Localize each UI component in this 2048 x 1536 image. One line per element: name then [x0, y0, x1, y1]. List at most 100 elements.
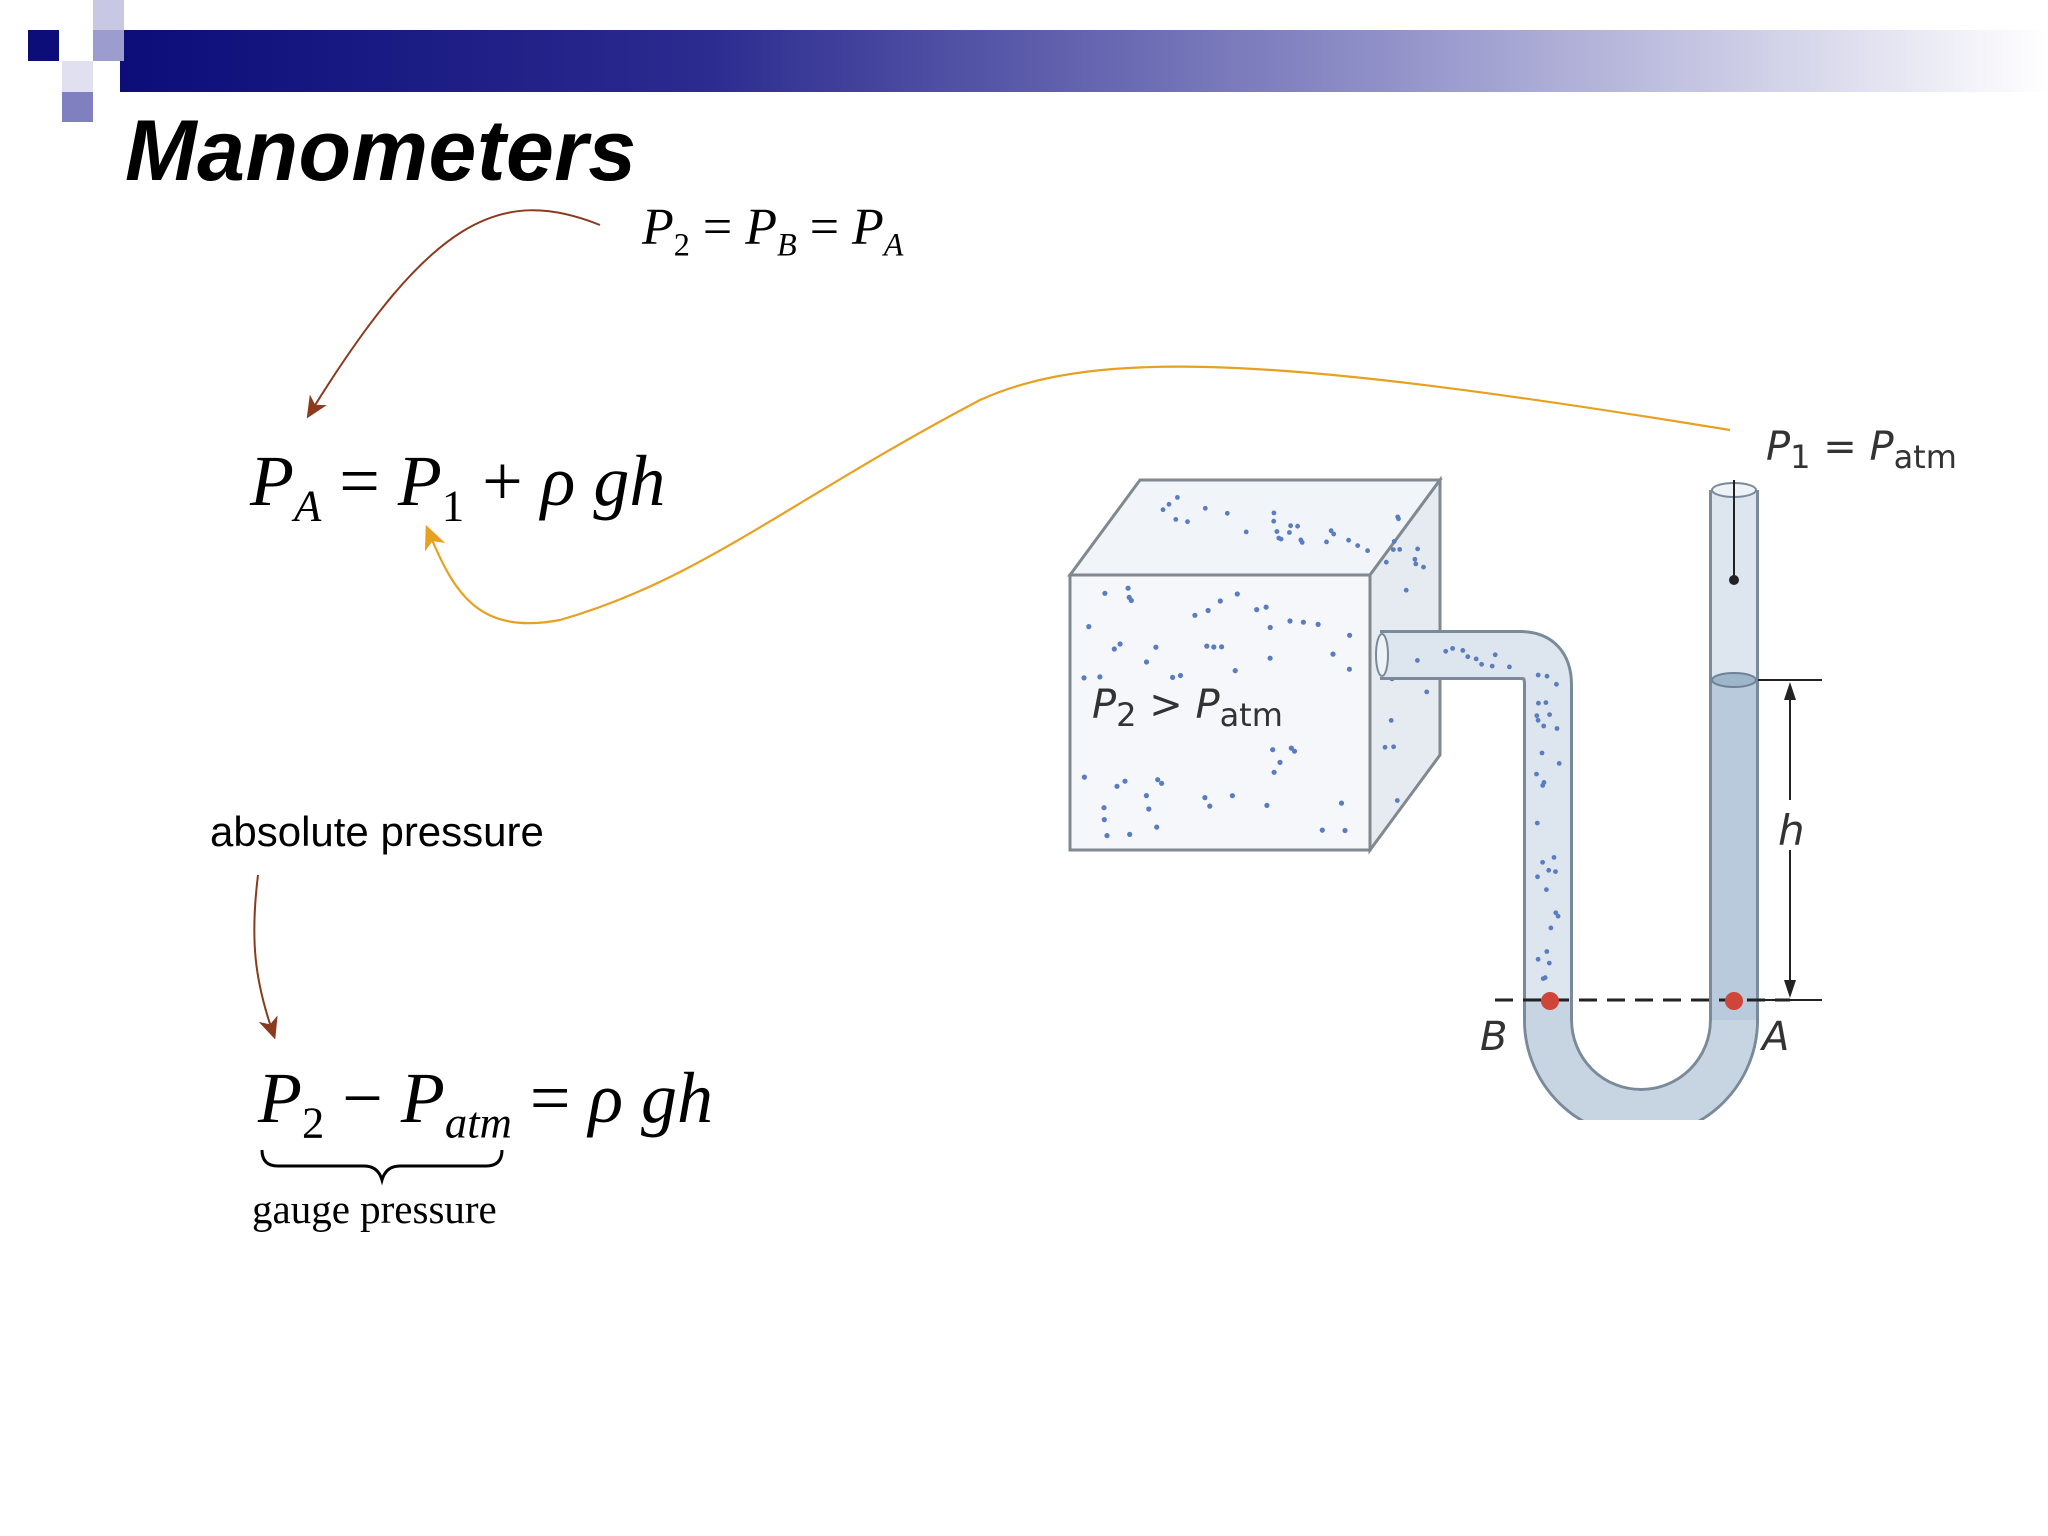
- manometer-tube: [1375, 482, 1759, 1120]
- gas-particle: [1547, 712, 1552, 717]
- gas-particle: [1355, 543, 1361, 548]
- gas-particle: [1539, 750, 1545, 756]
- gas-particle: [1460, 648, 1466, 653]
- gas-particles: [1081, 495, 1433, 839]
- gas-particle: [1153, 644, 1159, 650]
- gas-particle: [1541, 780, 1547, 785]
- gas-particle: [1111, 646, 1117, 652]
- gas-particle: [1540, 976, 1546, 981]
- gas-particle: [1125, 585, 1131, 591]
- gas-particle: [1122, 778, 1128, 784]
- gas-particle: [1291, 748, 1298, 754]
- gas-particle: [1143, 793, 1149, 799]
- gas-particle: [1270, 747, 1276, 753]
- gas-particle: [1551, 855, 1557, 860]
- gas-particle: [1204, 643, 1210, 649]
- gas-particle: [1403, 587, 1409, 593]
- gas-particle: [1489, 663, 1495, 669]
- title-gradient-bar: [120, 30, 2048, 92]
- gas-particle: [1342, 827, 1348, 834]
- gas-particle: [1536, 700, 1541, 706]
- gas-particle: [1415, 658, 1420, 663]
- gas-particle: [1185, 519, 1190, 525]
- gas-particle: [1383, 559, 1389, 565]
- gas-particle: [1479, 661, 1484, 667]
- gas-particle: [1274, 529, 1280, 534]
- gas-tank: [1067, 475, 1443, 855]
- gas-particle: [1554, 681, 1559, 687]
- gas-particle: [1338, 800, 1345, 806]
- arrow-top-to-pa: [306, 209, 601, 419]
- gas-particle: [1415, 546, 1420, 552]
- gas-particle: [1397, 547, 1403, 552]
- gas-particle: [1232, 668, 1238, 674]
- gas-particle: [1081, 675, 1087, 681]
- gas-particle: [1267, 624, 1273, 631]
- gas-particle: [1540, 859, 1545, 865]
- point-a-label: A: [1759, 1014, 1789, 1060]
- gas-particle: [1544, 673, 1550, 679]
- absolute-pressure-label: absolute pressure: [210, 808, 544, 855]
- gas-particle: [1330, 651, 1336, 657]
- manometer-diagram: P1 = Patm P2 > Patm h B A: [1067, 424, 1957, 1120]
- gas-particle: [1278, 536, 1284, 542]
- gas-particle: [1300, 619, 1306, 625]
- arrow-patm-to-p1: [424, 365, 1731, 625]
- gas-particle: [1412, 556, 1418, 562]
- gas-particle: [1271, 518, 1277, 524]
- equation-pressure-equality: P2 = PB = PA: [642, 199, 904, 263]
- gas-particle: [1388, 718, 1394, 723]
- gas-particle: [1391, 744, 1396, 750]
- gas-particle: [1295, 523, 1300, 529]
- gas-particle: [1288, 745, 1294, 751]
- gas-particle: [1143, 659, 1150, 665]
- gas-particle: [1104, 833, 1110, 839]
- gas-particle: [1154, 824, 1160, 830]
- gas-particle: [1097, 674, 1103, 680]
- gas-particle: [1347, 632, 1353, 638]
- gas-particle: [1543, 700, 1549, 705]
- gas-particle: [1346, 666, 1352, 672]
- gas-particle: [1324, 539, 1329, 545]
- gas-particle: [1365, 548, 1370, 554]
- height-label: h: [1778, 806, 1805, 855]
- gauge-brace: [260, 1149, 504, 1186]
- gas-particle: [1117, 641, 1123, 647]
- gas-particle: [1264, 802, 1270, 808]
- gas-particle: [1146, 806, 1152, 812]
- header-square-pale: [62, 61, 93, 92]
- gas-particle: [1271, 510, 1277, 516]
- gas-particle: [1546, 960, 1552, 966]
- gas-particle: [1288, 523, 1293, 529]
- gas-particle: [1554, 726, 1560, 731]
- gas-particle: [1086, 624, 1092, 630]
- gas-particle: [1127, 831, 1133, 837]
- gas-particle: [1424, 689, 1430, 695]
- gas-particle: [1207, 803, 1213, 809]
- gas-particle: [1534, 820, 1540, 826]
- gas-particle: [1443, 648, 1449, 654]
- gas-particle: [1102, 590, 1108, 596]
- gas-particle: [1535, 874, 1540, 880]
- slide-title: Manometers: [125, 103, 637, 199]
- gas-particle: [1287, 618, 1293, 624]
- gauge-pressure-label: gauge pressure: [252, 1186, 497, 1232]
- gas-particle: [1219, 644, 1225, 650]
- gas-particle: [1465, 654, 1471, 660]
- gas-particle: [1263, 604, 1269, 610]
- gas-particle: [1126, 594, 1132, 600]
- gas-particle: [1159, 780, 1165, 786]
- gas-particle: [1391, 539, 1397, 544]
- gas-particle: [1175, 495, 1180, 500]
- equation-absolute-pressure: PA = P1 + ρ gh: [250, 441, 666, 531]
- gas-particle: [1234, 591, 1240, 597]
- gas-particle: [1390, 547, 1396, 552]
- gas-particle: [1205, 607, 1211, 614]
- gas-particle: [1556, 761, 1562, 766]
- gas-particle: [1160, 507, 1166, 513]
- equation-gauge-pressure: P2 − Patm = ρ gh: [258, 1058, 713, 1148]
- gas-particle: [1202, 795, 1208, 801]
- gas-particle: [1166, 501, 1172, 507]
- gas-particle: [1170, 674, 1176, 680]
